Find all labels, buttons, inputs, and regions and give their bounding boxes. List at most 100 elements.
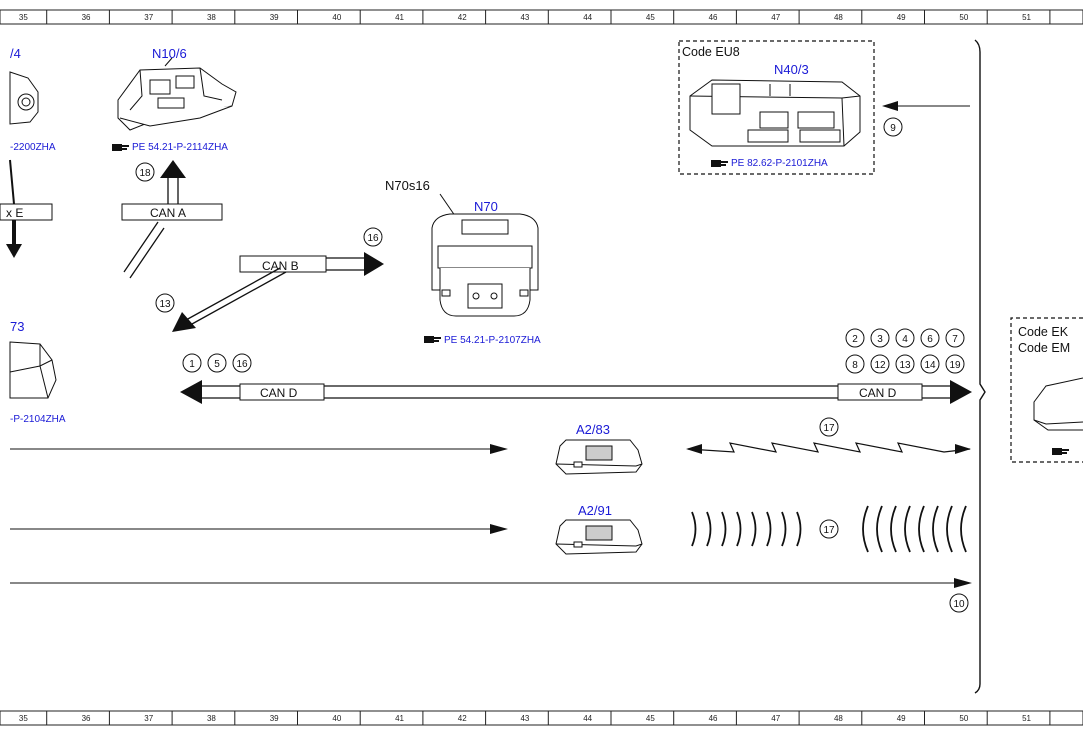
wave-arc xyxy=(766,511,772,547)
a2-83-module-icon xyxy=(555,439,643,475)
marker-13 xyxy=(155,293,175,313)
marker-number: 8 xyxy=(852,360,858,371)
ruler-column-label: 51 xyxy=(1022,714,1031,723)
wave-arc xyxy=(876,505,883,553)
can-b-bus: CAN B 16 13 xyxy=(155,227,384,332)
component-a73: 73 -P-2104ZHA xyxy=(9,319,66,425)
n70-overhead-unit-icon xyxy=(431,213,539,317)
n10-6-label: N10/6 xyxy=(152,46,187,61)
n10-4-device-icon xyxy=(9,71,39,125)
n40-3-label: N40/3 xyxy=(774,62,809,77)
ruler-column-label: 49 xyxy=(897,13,906,22)
svg-text:16: 16 xyxy=(367,233,379,244)
ruler-column-label: 36 xyxy=(82,13,91,22)
n40-3-module-icon xyxy=(689,79,861,147)
can-d-right-label: CAN D xyxy=(859,386,897,400)
svg-text:10: 10 xyxy=(953,599,965,610)
marker-18 xyxy=(135,162,155,182)
flex-e-label: x E xyxy=(6,206,23,220)
ruler-column-label: 48 xyxy=(834,714,843,723)
marker-16 xyxy=(363,227,383,247)
ruler-column-label: 43 xyxy=(520,13,529,22)
n10-6-device-icon xyxy=(117,57,237,131)
ruler-column-label: 46 xyxy=(709,714,718,723)
marker-circle xyxy=(207,353,227,373)
ruler-column-label: 36 xyxy=(82,714,91,723)
marker-circle xyxy=(870,354,890,374)
marker-number: 2 xyxy=(852,334,858,345)
ruler-column-label: 41 xyxy=(395,714,404,723)
marker-circle xyxy=(845,354,865,374)
ruler-column-label: 44 xyxy=(583,714,592,723)
n10-4-ref: -2200ZHA xyxy=(10,142,56,153)
marker-circle xyxy=(232,353,252,373)
marker-number: 5 xyxy=(214,359,220,370)
ruler-column-label: 38 xyxy=(207,13,216,22)
svg-text:9: 9 xyxy=(890,123,896,134)
ruler-column-label: 50 xyxy=(959,714,968,723)
component-n70: N70s16 N70 PE 54.21-P-2107ZHA xyxy=(385,178,541,346)
can-d-left-label: CAN D xyxy=(260,386,298,400)
marker-circle xyxy=(845,328,865,348)
n70-pointing-hand-icon xyxy=(424,336,441,343)
ruler-column-label: 35 xyxy=(19,13,28,22)
can-a-bus: CAN A 18 xyxy=(121,160,223,279)
a73-ref: -P-2104ZHA xyxy=(10,414,66,425)
right-module-icon xyxy=(1033,377,1083,431)
ruler-column-label: 45 xyxy=(646,13,655,22)
marker-circle xyxy=(945,328,965,348)
a2-91-module-icon xyxy=(555,519,643,555)
ruler-column-label: 51 xyxy=(1022,13,1031,22)
marker-number: 4 xyxy=(902,334,908,345)
marker-circle xyxy=(895,354,915,374)
marker-circle xyxy=(895,328,915,348)
marker-circle xyxy=(920,354,940,374)
component-n10-4: /4 -2200ZHA xyxy=(9,46,56,153)
marker-9 xyxy=(883,117,903,137)
ruler-column-label: 40 xyxy=(332,13,341,22)
marker-number: 19 xyxy=(949,360,961,371)
a2-83-label: A2/83 xyxy=(576,422,610,437)
wave-arc xyxy=(736,511,742,547)
marker-circle xyxy=(920,328,940,348)
signal-9: 9 xyxy=(882,101,970,137)
svg-text:13: 13 xyxy=(159,299,171,310)
a73-device-icon xyxy=(9,341,57,399)
n40-3-pointing-hand-icon xyxy=(711,160,728,167)
svg-text:17: 17 xyxy=(823,525,835,536)
marker-10 xyxy=(949,593,969,613)
marker-number: 13 xyxy=(899,360,911,371)
wave-arc xyxy=(918,505,925,553)
marker-number: 6 xyxy=(927,334,933,345)
marker-number: 1 xyxy=(189,359,195,370)
marker-17-top xyxy=(819,417,839,437)
wave-arc xyxy=(904,505,911,553)
ruler-column-label: 42 xyxy=(458,13,467,22)
ruler-column-label: 49 xyxy=(897,714,906,723)
ruler-column-label: 48 xyxy=(834,13,843,22)
component-n40-3: Code EU8 N40/3 PE 82.62-P-2101ZHA xyxy=(678,40,875,175)
ruler-column-label: 35 xyxy=(19,714,28,723)
wave-arc xyxy=(932,505,939,553)
right-bracket xyxy=(974,39,986,694)
a73-label: 73 xyxy=(10,319,24,334)
ruler-column-label: 39 xyxy=(270,714,279,723)
wave-arc xyxy=(890,505,897,553)
can-a-label: CAN A xyxy=(150,206,186,220)
a2-83-radio-link xyxy=(687,442,971,453)
wave-arc xyxy=(862,505,869,553)
a2-91-wave-signal xyxy=(691,505,967,553)
wave-arc xyxy=(691,511,697,547)
n40-3-ref: PE 82.62-P-2101ZHA xyxy=(731,158,828,169)
ruler-column-label: 37 xyxy=(144,13,153,22)
right-pointing-hand-icon xyxy=(1052,448,1069,455)
ruler-column-label: 40 xyxy=(332,714,341,723)
n10-4-label: /4 xyxy=(10,46,21,61)
